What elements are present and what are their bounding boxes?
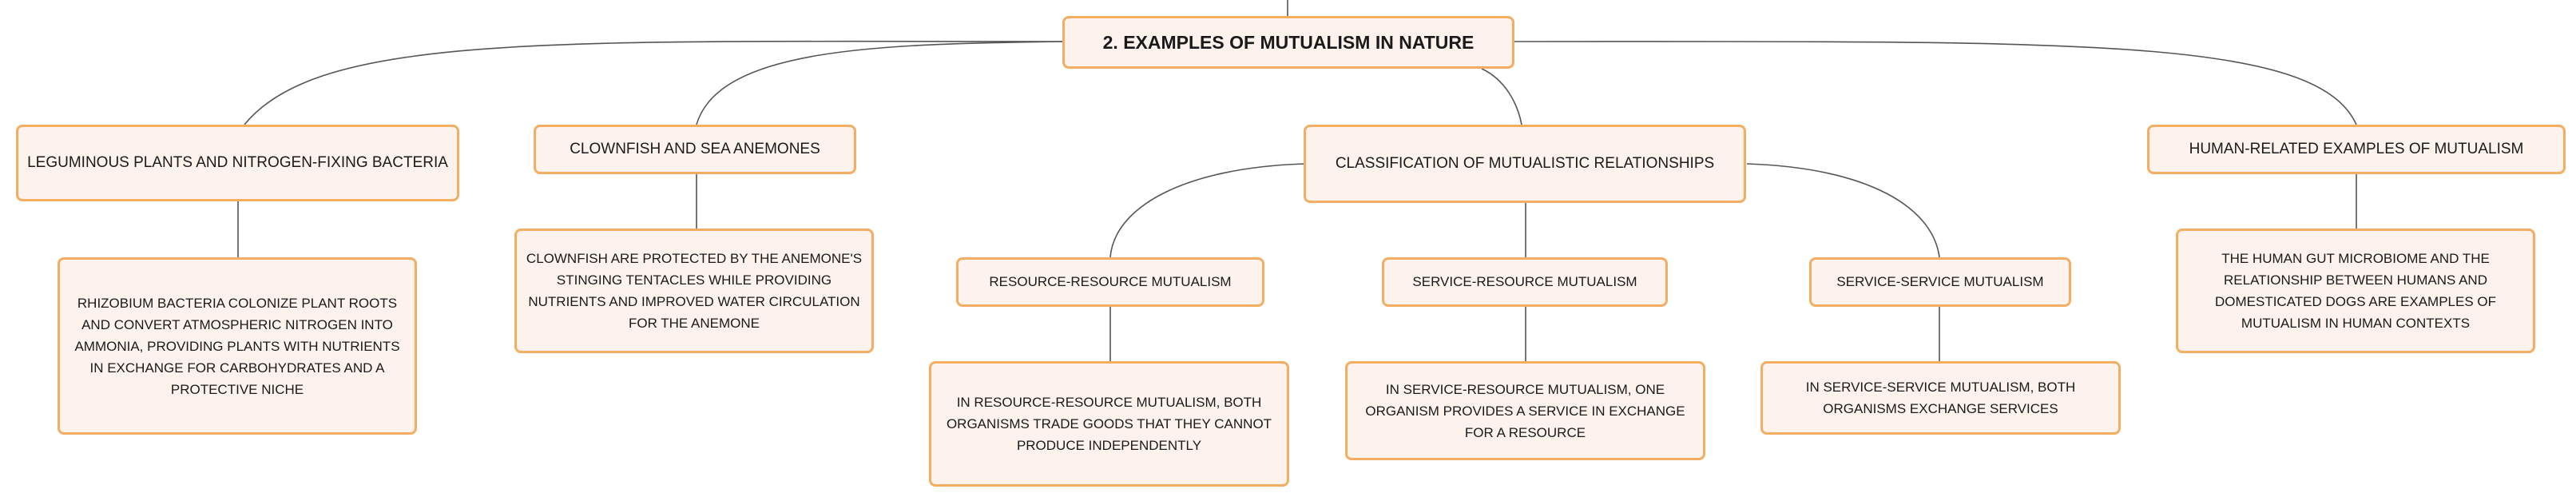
root-title: 2. EXAMPLES OF MUTUALISM IN NATURE	[1102, 31, 1475, 53]
root-node[interactable]: 2. EXAMPLES OF MUTUALISM IN NATURE	[1062, 16, 1514, 69]
branch-clownfish-title: CLOWNFISH AND SEA ANEMONES	[570, 141, 820, 157]
branch-leguminous-title: LEGUMINOUS PLANTS AND NITROGEN-FIXING BA…	[27, 154, 448, 171]
detail-service-service[interactable]: IN SERVICE-SERVICE MUTUALISM, BOTH ORGAN…	[1760, 361, 2121, 435]
connector-root-classification	[1481, 68, 1522, 125]
connector-classification-resource-resource	[1109, 163, 1305, 258]
connector-classification-service-service	[1746, 163, 1940, 258]
detail-leguminous[interactable]: RHIZOBIUM BACTERIA COLONIZE PLANT ROOTS …	[58, 257, 417, 435]
branch-leguminous[interactable]: LEGUMINOUS PLANTS AND NITROGEN-FIXING BA…	[16, 125, 459, 201]
detail-clownfish-text: CLOWNFISH ARE PROTECTED BY THE ANEMONE'S…	[526, 251, 863, 331]
detail-leguminous-text: RHIZOBIUM BACTERIA COLONIZE PLANT ROOTS …	[74, 295, 400, 397]
branch-classification-title: CLASSIFICATION OF MUTUALISTIC RELATIONSH…	[1335, 155, 1715, 172]
child-service-service[interactable]: SERVICE-SERVICE MUTUALISM	[1809, 257, 2071, 307]
child-resource-resource-title: RESOURCE-RESOURCE MUTUALISM	[989, 274, 1232, 289]
child-service-service-title: SERVICE-SERVICE MUTUALISM	[1836, 274, 2044, 289]
child-service-resource-title: SERVICE-RESOURCE MUTUALISM	[1412, 274, 1637, 289]
detail-resource-resource-text: IN RESOURCE-RESOURCE MUTUALISM, BOTH ORG…	[946, 395, 1272, 453]
detail-human[interactable]: THE HUMAN GUT MICROBIOME AND THE RELATIO…	[2176, 229, 2535, 353]
connector-root-clownfish	[696, 41, 1063, 125]
connector-root-leguminous	[244, 40, 1063, 125]
detail-resource-resource[interactable]: IN RESOURCE-RESOURCE MUTUALISM, BOTH ORG…	[929, 361, 1289, 487]
branch-human[interactable]: HUMAN-RELATED EXAMPLES OF MUTUALISM	[2147, 125, 2566, 174]
detail-service-service-text: IN SERVICE-SERVICE MUTUALISM, BOTH ORGAN…	[1805, 380, 2076, 416]
detail-human-text: THE HUMAN GUT MICROBIOME AND THE RELATIO…	[2214, 251, 2497, 331]
detail-service-resource[interactable]: IN SERVICE-RESOURCE MUTUALISM, ONE ORGAN…	[1345, 361, 1705, 460]
branch-human-title: HUMAN-RELATED EXAMPLES OF MUTUALISM	[2189, 141, 2524, 157]
branch-clownfish[interactable]: CLOWNFISH AND SEA ANEMONES	[534, 125, 856, 174]
detail-clownfish[interactable]: CLOWNFISH ARE PROTECTED BY THE ANEMONE'S…	[514, 229, 874, 353]
connector-root-human	[1513, 41, 2357, 125]
child-resource-resource[interactable]: RESOURCE-RESOURCE MUTUALISM	[956, 257, 1264, 307]
child-service-resource[interactable]: SERVICE-RESOURCE MUTUALISM	[1382, 257, 1668, 307]
detail-service-resource-text: IN SERVICE-RESOURCE MUTUALISM, ONE ORGAN…	[1365, 381, 1685, 440]
branch-classification[interactable]: CLASSIFICATION OF MUTUALISTIC RELATIONSH…	[1304, 125, 1746, 203]
